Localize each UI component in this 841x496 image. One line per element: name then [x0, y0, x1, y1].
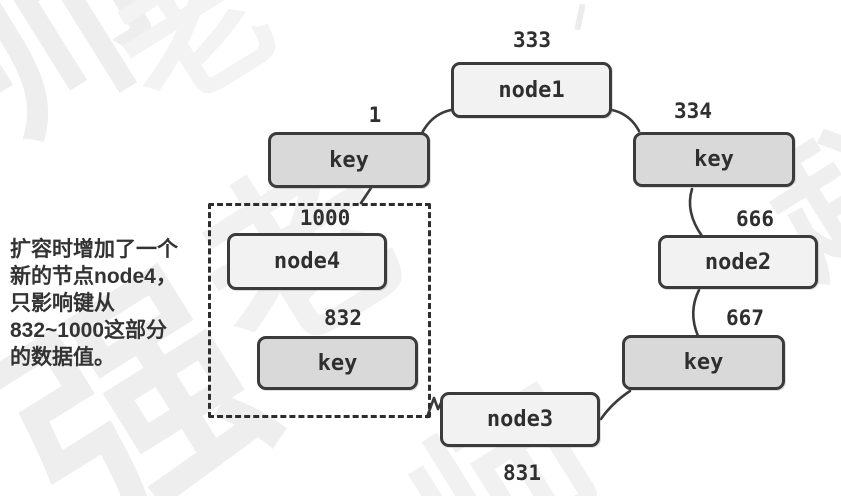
hash-label-333: 333: [513, 28, 551, 52]
hash-label-1000: 1000: [299, 206, 351, 230]
node4-box: node4: [227, 233, 387, 290]
connector-key1-to-scope: [359, 186, 373, 205]
annotation-line: 扩容时增加了一个: [10, 238, 178, 261]
hash-label-334: 334: [674, 99, 712, 123]
dashed-scope-box: [208, 203, 431, 418]
node2-box: node2: [658, 235, 818, 289]
node1-box: node1: [451, 62, 612, 118]
annotation-line: 只影响键从: [10, 292, 115, 315]
annotation-line: 新的节点node4，: [10, 265, 177, 288]
connector-node2-to-key667: [691, 288, 701, 338]
annotation-line: 的数据值。: [10, 346, 115, 369]
connector-key334-to-node2: [688, 187, 704, 238]
key-box-667: key: [622, 335, 785, 390]
connector-key667-to-node3: [599, 389, 632, 421]
hash-label-832: 832: [324, 306, 362, 330]
annotation-text: 扩容时增加了一个 新的节点node4， 只影响键从 832~1000这部分 的数…: [10, 236, 225, 371]
annotation-line: 832~1000这部分: [10, 319, 168, 342]
hash-label-667: 667: [726, 306, 764, 330]
hash-label-666: 666: [736, 207, 774, 231]
connector-node1-to-key1: [420, 108, 453, 135]
hash-label-831: 831: [503, 461, 541, 485]
key-box-832: key: [257, 336, 418, 390]
hash-label-1: 1: [368, 103, 382, 127]
node3-box: node3: [440, 392, 600, 447]
key-box-1: key: [268, 132, 430, 188]
key-box-334: key: [633, 132, 795, 187]
connector-node1-to-key334: [610, 108, 641, 133]
